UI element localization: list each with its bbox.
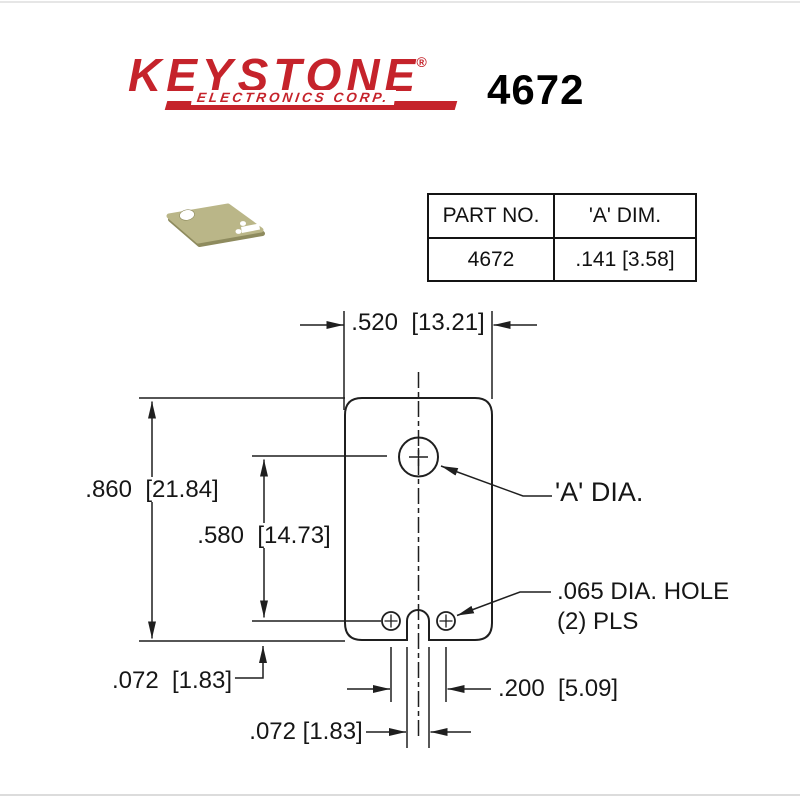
registered-trademark-icon: ®	[416, 54, 427, 70]
dim-width-label: .520 [13.21]	[348, 310, 488, 335]
keystone-logo: KEYSTONE® ELECTRONICS CORP.	[128, 52, 468, 116]
part-photo-thumbnail	[166, 203, 265, 247]
extension-lines	[139, 311, 493, 748]
dim-hole-offset-label: .580 [14.73]	[194, 523, 334, 548]
mounting-hole-left	[381, 611, 401, 631]
dim-bottom-edge-label: .072 [1.83]	[108, 668, 236, 693]
scan-artifact-top	[0, 1, 800, 3]
holes-callout-line1: .065 DIA. HOLE	[557, 578, 730, 605]
holes-callout-line2: (2) PLS	[557, 608, 639, 635]
part-thumbnail-center-hole	[179, 209, 195, 221]
spec-table-header-row: PART NO. 'A' DIM.	[427, 193, 697, 239]
spec-table-value-row: 4672 .141 [3.58]	[427, 237, 697, 282]
page-title-part-number: 4672	[487, 66, 585, 113]
dim-slot-width-label: .072 [1.83]	[246, 719, 366, 744]
spec-table-header-part-no: PART NO.	[427, 193, 555, 239]
spec-table: PART NO. 'A' DIM. 4672 .141 [3.58]	[427, 193, 697, 282]
holes-callout-leader	[456, 591, 551, 617]
scan-artifact-bottom	[0, 794, 800, 796]
mounting-hole-right	[436, 611, 456, 631]
part-thumbnail-small-hole-2	[235, 229, 242, 234]
spec-table-header-a-dim: 'A' DIM.	[553, 193, 697, 239]
dim-hole-spacing-label: .200 [5.09]	[495, 676, 622, 701]
a-dia-callout: 'A' DIA.	[555, 477, 644, 507]
spec-table-cell-a-dim: .141 [3.58]	[553, 237, 697, 282]
dim-height-label: .860 [21.84]	[82, 477, 222, 502]
spec-table-cell-part-no: 4672	[427, 237, 555, 282]
a-dia-leader	[440, 465, 552, 497]
a-dia-hole	[398, 436, 439, 478]
part-thumbnail-notch	[241, 223, 260, 233]
part-outline	[344, 397, 493, 641]
part-thumbnail-small-hole-1	[240, 221, 246, 226]
